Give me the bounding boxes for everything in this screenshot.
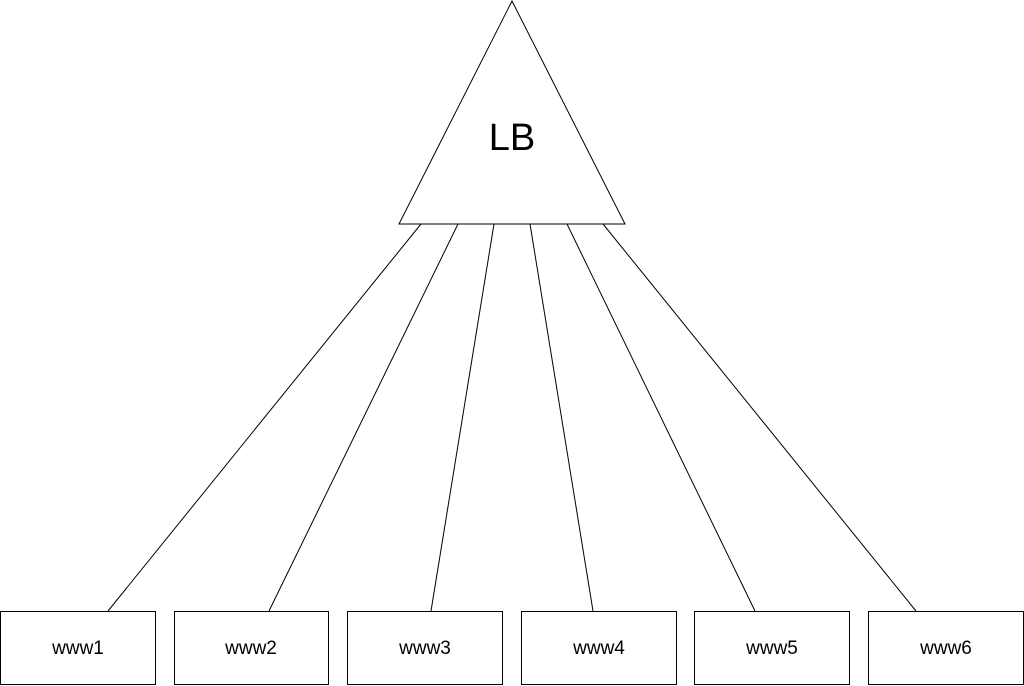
connector-www4 (529, 223, 594, 612)
connector-www3 (430, 223, 495, 612)
server-www6[interactable]: www6 (868, 611, 1024, 685)
server-box (0, 611, 156, 685)
connector-www6 (602, 223, 917, 612)
server-www4[interactable]: www4 (521, 611, 677, 685)
load-balancer-label: LB (489, 117, 535, 159)
connector-www2 (268, 223, 459, 612)
server-www2[interactable]: www2 (174, 611, 329, 685)
server-box (174, 611, 329, 685)
load-balancer-node[interactable]: LB (398, 0, 626, 225)
server-label: www3 (398, 638, 451, 659)
server-box (521, 611, 677, 685)
server-label: www5 (745, 638, 798, 659)
server-www5[interactable]: www5 (694, 611, 850, 685)
server-box (868, 611, 1024, 685)
connector-www5 (566, 223, 756, 612)
connectors (107, 223, 917, 612)
server-label: www1 (51, 638, 104, 659)
load-balancer-triangle (398, 0, 626, 225)
server-label: www4 (572, 638, 625, 659)
server-box (347, 611, 503, 685)
server-label: www6 (919, 638, 972, 659)
server-label: www2 (224, 638, 277, 659)
server-www3[interactable]: www3 (347, 611, 503, 685)
server-box (694, 611, 850, 685)
server-www1[interactable]: www1 (0, 611, 156, 685)
connector-www1 (107, 223, 422, 612)
